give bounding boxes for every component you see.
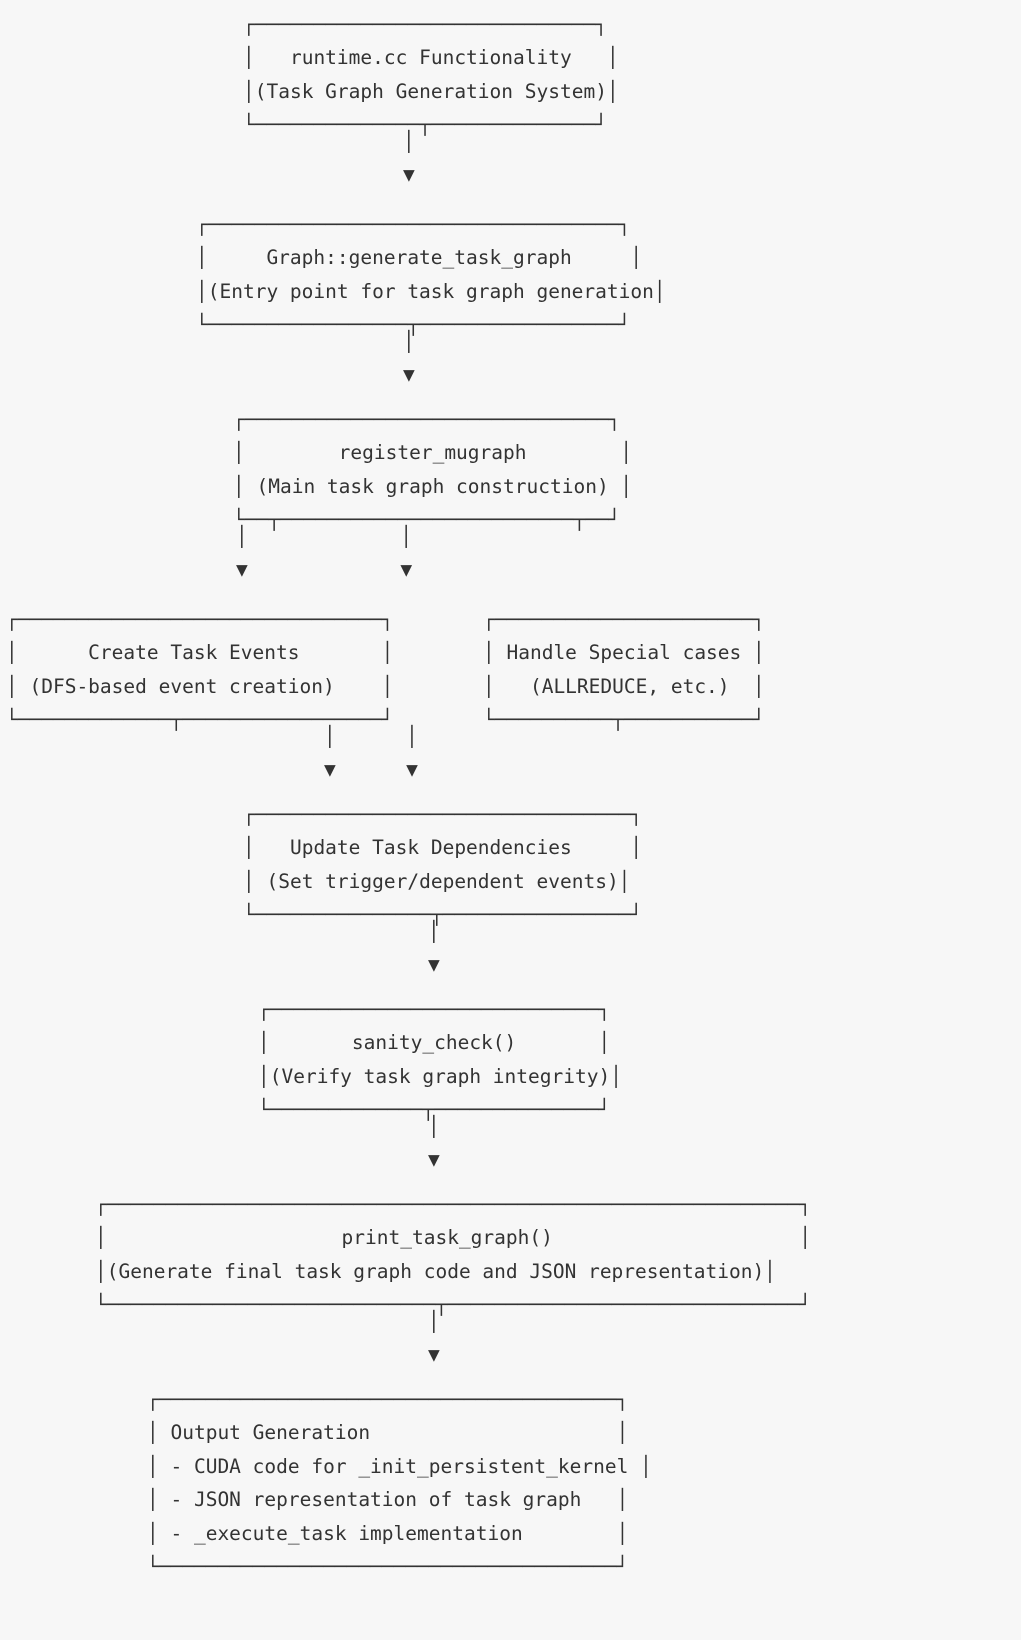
node-output-generation: ┌───────────────────────────────────────… — [147, 1388, 652, 1579]
connector-sanity-to-print: │ ▼ — [428, 1115, 440, 1172]
connector-branches-to-update: │ │ ▼ ▼ — [324, 725, 418, 782]
connector-register-split: │ │ ▼ ▼ — [236, 525, 413, 582]
node-handle-special-cases: ┌──────────────────────┐ │ Handle Specia… — [483, 608, 765, 732]
node-create-task-events: ┌───────────────────────────────┐ │ Crea… — [6, 608, 394, 732]
node-register-mugraph: ┌───────────────────────────────┐ │ regi… — [233, 408, 633, 532]
node-update-task-dependencies: ┌────────────────────────────────┐ │ Upd… — [243, 803, 643, 927]
connector-update-to-sanity: │ ▼ — [428, 920, 440, 977]
connector-print-to-output: │ ▼ — [428, 1310, 440, 1367]
node-sanity-check: ┌────────────────────────────┐ │ sanity_… — [258, 998, 622, 1122]
connector-root-to-entry: │ ▼ — [403, 130, 415, 187]
node-runtime-functionality: ┌─────────────────────────────┐ │ runtim… — [243, 13, 619, 137]
node-generate-task-graph: ┌───────────────────────────────────┐ │ … — [196, 213, 666, 337]
connector-entry-to-register: │ ▼ — [403, 330, 415, 387]
node-print-task-graph: ┌───────────────────────────────────────… — [95, 1193, 812, 1317]
